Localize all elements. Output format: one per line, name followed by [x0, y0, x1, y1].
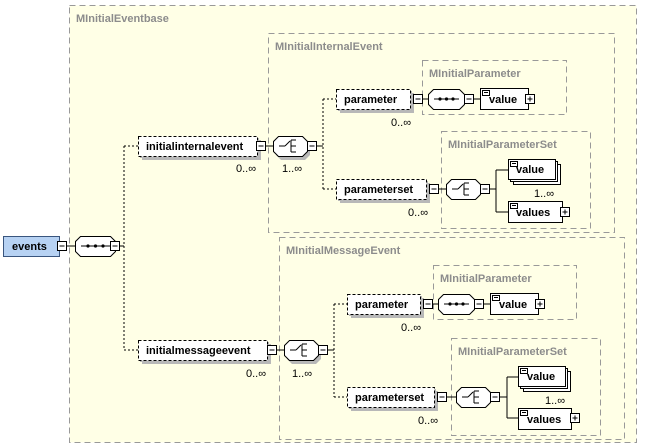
element-label-values-message: values: [527, 414, 561, 426]
collapse-toggle-icon[interactable]: [110, 241, 120, 251]
occurrence-parameterset-internal: 0..∞: [408, 207, 428, 219]
document-icon: [492, 295, 500, 301]
element-label-value-set-message: value: [527, 371, 555, 383]
element-label-parameterset-message: parameterset: [355, 392, 424, 404]
document-icon: [520, 368, 528, 374]
group-title-minitialparameter-internal: MInitialParameter: [429, 68, 521, 80]
occurrence-value-set-internal: 1..∞: [534, 188, 554, 200]
group-title-minitialinternalevent: MInitialInternalEvent: [275, 41, 383, 53]
element-label-parameterset-internal: parameterset: [344, 184, 413, 196]
collapse-toggle-icon[interactable]: [267, 345, 277, 355]
choice-compositor-icon: [446, 179, 481, 200]
element-value-set-message[interactable]: [518, 366, 571, 392]
collapse-toggle-icon[interactable]: [413, 94, 423, 104]
element-label-initialinternalevent: initialinternalevent: [146, 141, 244, 153]
element-label-values-internal: values: [516, 207, 550, 219]
group-title-minitialparameter-message: MInitialParameter: [440, 273, 532, 285]
collapse-toggle-icon[interactable]: [480, 184, 490, 194]
document-icon: [510, 161, 518, 167]
element-label-value-message: value: [499, 299, 527, 311]
group-title-minitialparameterset-message: MInitialParameterSet: [458, 346, 567, 358]
occurrence-value-set-message: 1..∞: [545, 395, 565, 407]
collapse-toggle-icon[interactable]: [57, 241, 67, 251]
collapse-toggle-icon[interactable]: [437, 392, 447, 402]
occurrence-parameterset-message: 0..∞: [418, 415, 438, 427]
element-parameter-message[interactable]: [347, 294, 425, 319]
choice-compositor-icon: [284, 340, 321, 364]
element-parameter-internal[interactable]: [336, 89, 415, 114]
expand-toggle-icon[interactable]: [525, 94, 535, 104]
collapse-toggle-icon[interactable]: [307, 141, 317, 151]
collapse-toggle-icon[interactable]: [429, 184, 439, 194]
collapse-toggle-icon[interactable]: [423, 299, 433, 309]
document-icon: [510, 203, 518, 209]
occurrence-message-choice: 1..∞: [292, 368, 312, 380]
expand-toggle-icon[interactable]: [560, 207, 570, 217]
collapse-toggle-icon[interactable]: [474, 299, 484, 309]
collapse-toggle-icon[interactable]: [256, 141, 266, 151]
group-title-minitialeventbase: MInitialEventbase: [76, 13, 169, 25]
sequence-compositor-icon: [75, 236, 116, 257]
occurrence-internal-choice: 1..∞: [282, 163, 302, 175]
collapse-toggle-icon[interactable]: [490, 392, 500, 402]
group-title-minitialmessageevent: MInitialMessageEvent: [286, 245, 401, 257]
collapse-toggle-icon[interactable]: [464, 94, 474, 104]
collapse-toggle-icon[interactable]: [318, 345, 328, 355]
expand-toggle-icon[interactable]: [535, 299, 545, 309]
document-icon: [520, 410, 528, 416]
element-label-parameter-internal: parameter: [344, 94, 398, 106]
occurrence-messageevent: 0..∞: [246, 368, 266, 380]
choice-compositor-icon: [273, 136, 310, 160]
group-title-minitialparameterset-internal: MInitialParameterSet: [448, 139, 557, 151]
element-parameterset-message[interactable]: [347, 387, 439, 412]
element-initialinternalevent[interactable]: [138, 136, 262, 161]
document-icon: [482, 90, 490, 96]
element-value-set-internal[interactable]: [508, 159, 561, 185]
element-label-events: events: [12, 241, 47, 253]
element-label-initialmessageevent: initialmessageevent: [146, 345, 251, 357]
occurrence-internalevent: 0..∞: [236, 163, 256, 175]
expand-toggle-icon[interactable]: [570, 413, 580, 423]
choice-compositor-icon: [456, 387, 491, 408]
occurrence-parameter-internal: 0..∞: [391, 117, 411, 129]
element-parameterset-internal[interactable]: [336, 179, 431, 204]
element-initialmessageevent[interactable]: [138, 340, 272, 365]
sequence-compositor-icon: [438, 294, 475, 315]
sequence-compositor-icon: [428, 89, 465, 110]
occurrence-parameter-message: 0..∞: [401, 322, 421, 334]
element-label-value-set-internal: value: [516, 164, 544, 176]
element-label-parameter-message: parameter: [355, 299, 409, 311]
element-label-value-internal: value: [489, 94, 517, 106]
